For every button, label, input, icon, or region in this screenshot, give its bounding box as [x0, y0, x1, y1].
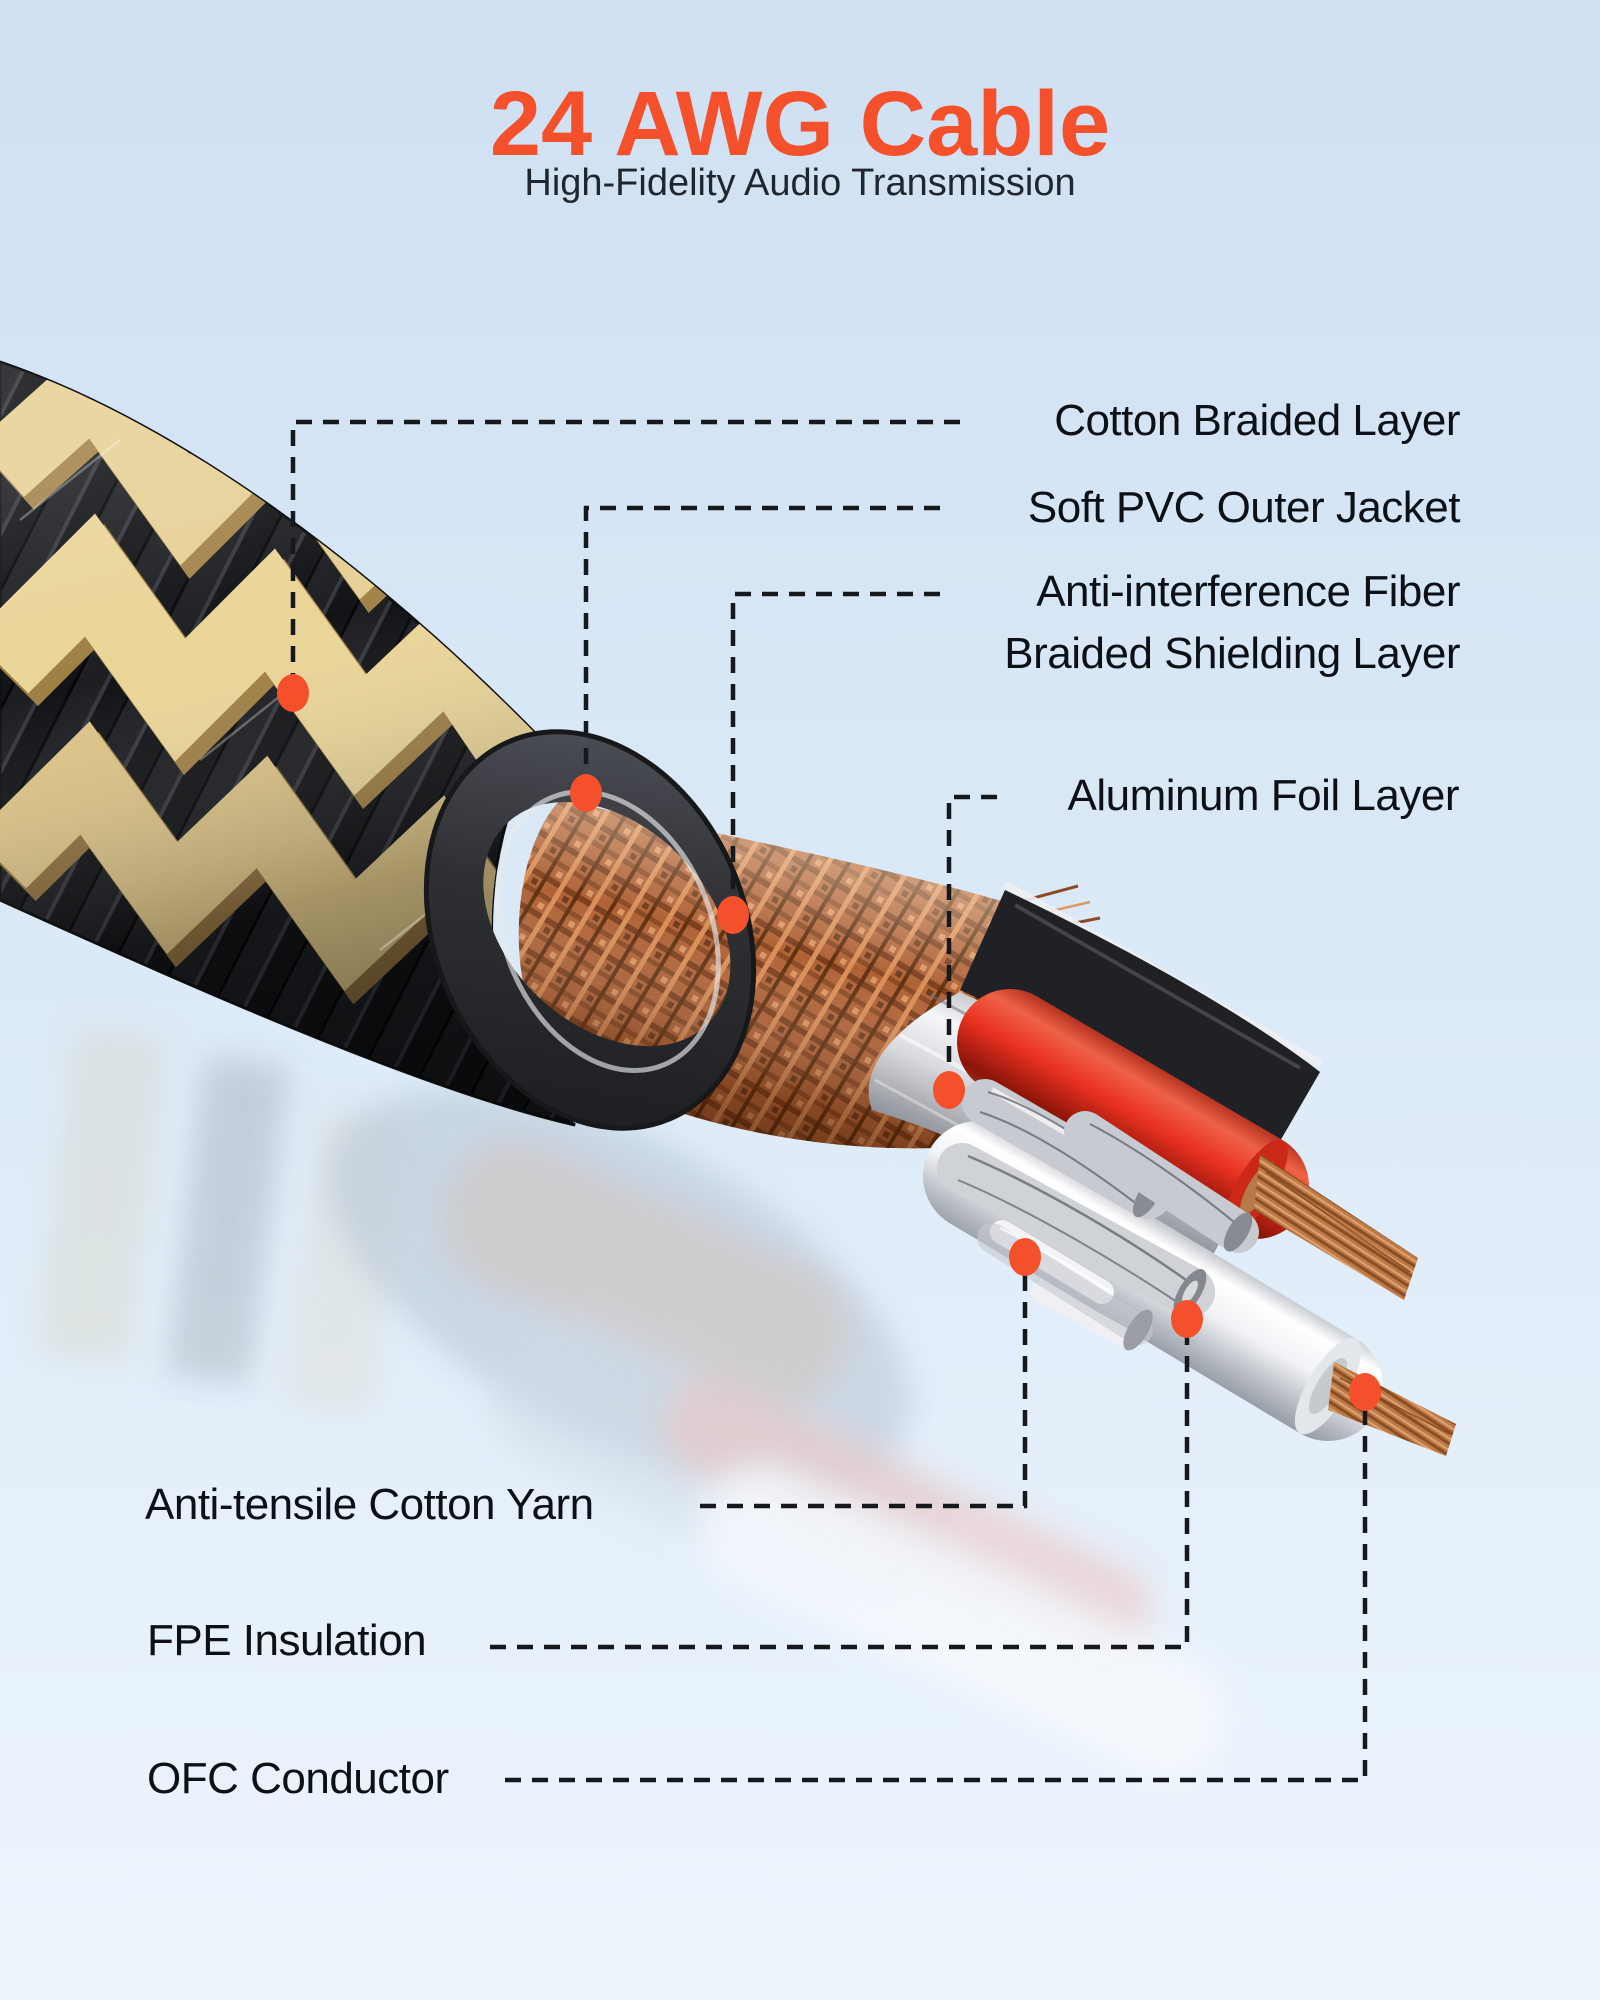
marker-dot-fpe-insulation [1171, 1300, 1203, 1338]
ofc-conductor-tip [1328, 1362, 1456, 1456]
callout-label-anti-tensile: Anti-tensile Cotton Yarn [145, 1480, 594, 1529]
marker-dot-anti-interference [717, 896, 749, 934]
callout-label-anti-interference-line1: Anti-interference Fiber [1036, 567, 1460, 616]
callout-label-aluminum-foil: Aluminum Foil Layer [1067, 771, 1459, 820]
callout-label-anti-interference-line2: Braided Shielding Layer [1004, 629, 1460, 678]
leader-aluminum-foil [946, 794, 997, 1090]
leader-cotton-braided [290, 419, 960, 693]
page-subtitle: High-Fidelity Audio Transmission [524, 162, 1076, 204]
callout-label-cotton-braided: Cotton Braided Layer [1054, 396, 1460, 445]
callout-leaders [277, 419, 1381, 1783]
inner-jacket-band [960, 882, 1322, 1162]
callout-label-ofc-conductor: OFC Conductor [147, 1754, 449, 1803]
red-conductor-tip [1254, 1154, 1418, 1300]
page-title: 24 AWG Cable [489, 73, 1111, 175]
marker-dot-anti-tensile [1009, 1238, 1041, 1276]
marker-dot-ofc-conductor [1349, 1373, 1381, 1411]
marker-dot-soft-pvc [570, 774, 602, 812]
leader-soft-pvc [583, 505, 940, 793]
callout-label-anti-interference: Anti-interference Fiber Braided Shieldin… [1004, 561, 1460, 685]
callout-label-soft-pvc: Soft PVC Outer Jacket [1027, 483, 1461, 532]
marker-dot-cotton-braided [277, 674, 309, 712]
marker-dot-aluminum-foil [933, 1071, 965, 1109]
reflection-blur [34, 1025, 1229, 1779]
leader-anti-interference [730, 591, 940, 915]
pvc-outer-jacket-ring [423, 729, 757, 1131]
leader-ofc-conductor [505, 1393, 1368, 1783]
leader-anti-tensile [700, 1258, 1028, 1509]
red-fpe-wire [957, 989, 1418, 1300]
callout-label-fpe-insulation: FPE Insulation [147, 1616, 427, 1665]
